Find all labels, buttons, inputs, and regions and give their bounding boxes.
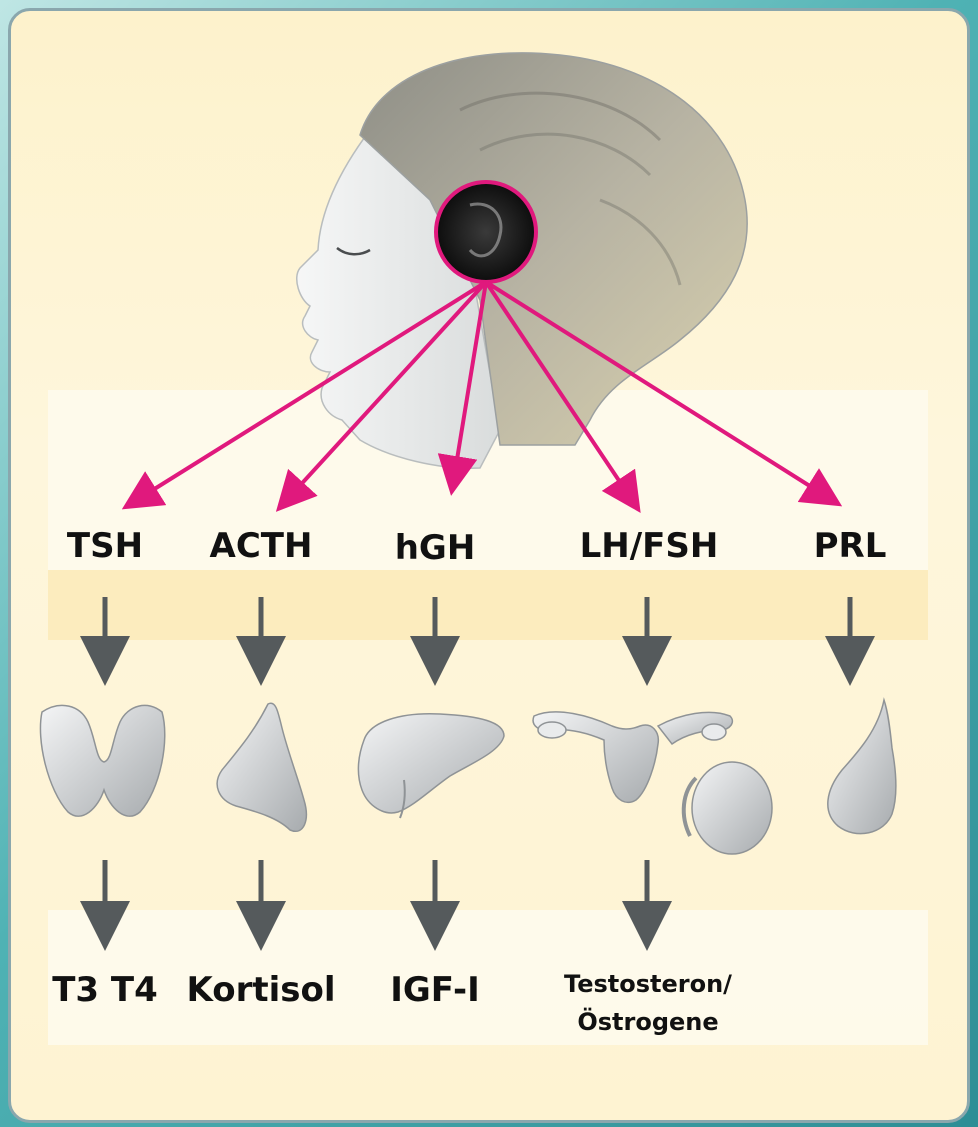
hormone-acth: ACTH <box>210 526 313 566</box>
thyroid-icon <box>40 705 164 816</box>
breast-icon <box>828 700 896 834</box>
product-acth: Kortisol <box>186 970 335 1010</box>
liver-icon <box>358 714 504 813</box>
product-hgh: IGF-I <box>390 970 480 1010</box>
product-tsh: T3 T4 <box>52 970 158 1010</box>
hormone-lhfsh: LH/FSH <box>580 526 719 566</box>
product-lhfsh-line1: Testosteron/ <box>564 970 732 998</box>
reproductive-organs-icon <box>533 712 772 854</box>
hormone-tsh: TSH <box>67 526 143 566</box>
product-lhfsh-line2: Östrogene <box>577 1006 718 1036</box>
hormone-hgh: hGH <box>395 528 476 568</box>
hormone-prl: PRL <box>814 526 887 566</box>
adrenal-gland-icon <box>217 703 306 831</box>
pituitary-highlight-circle <box>436 182 536 282</box>
band-bottom <box>48 910 928 1045</box>
band-highlight <box>48 570 928 640</box>
